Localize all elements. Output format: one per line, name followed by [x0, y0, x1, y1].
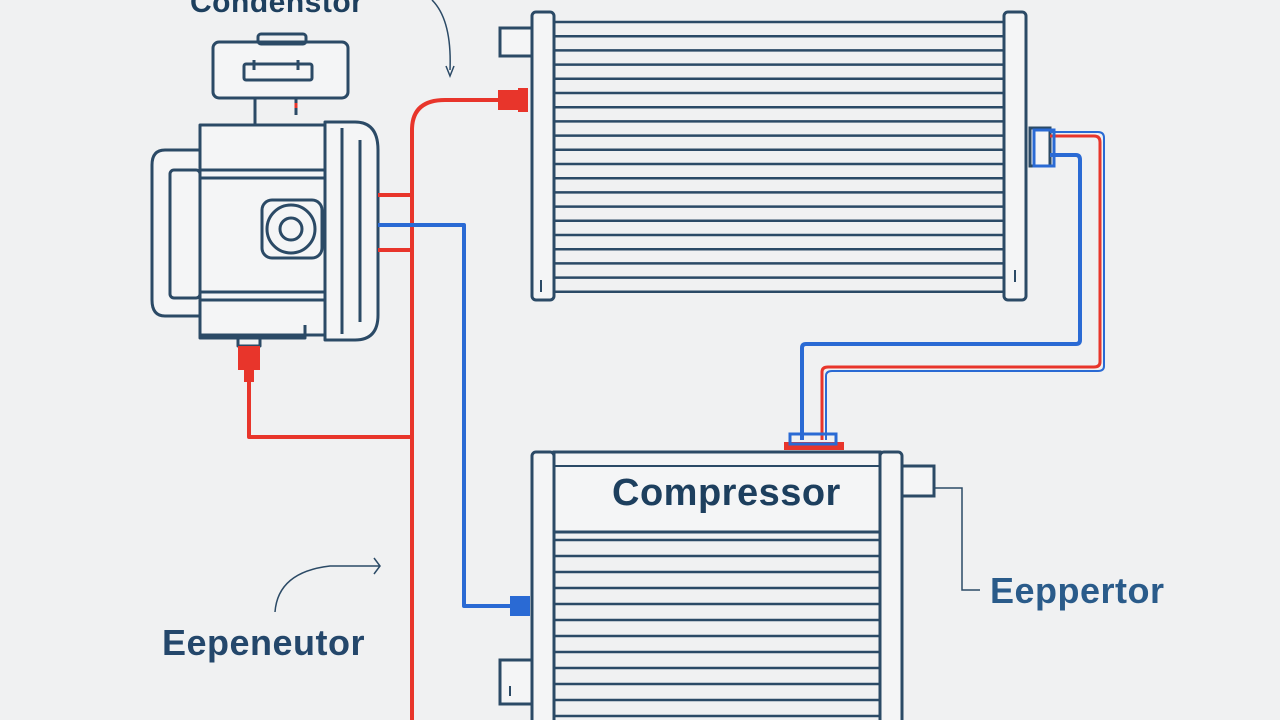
cold-line-fittings	[510, 128, 1056, 616]
compressor-label: Compressor	[612, 472, 841, 514]
evaporator-label-right: Eeppertor	[990, 570, 1165, 611]
evaporator-label-left: Eepeneutor	[162, 622, 366, 663]
condenser-label: Condenstor	[190, 0, 364, 19]
hot-line-fittings	[238, 88, 844, 450]
cold-refrigerant-line	[378, 153, 1082, 608]
cold-return-outline	[825, 131, 1105, 440]
condenser-coil	[498, 10, 1052, 302]
motor-unit	[150, 32, 380, 348]
annotation-leaders	[274, 0, 980, 613]
hot-return-line	[820, 134, 1102, 440]
compressor-coil	[498, 450, 936, 720]
